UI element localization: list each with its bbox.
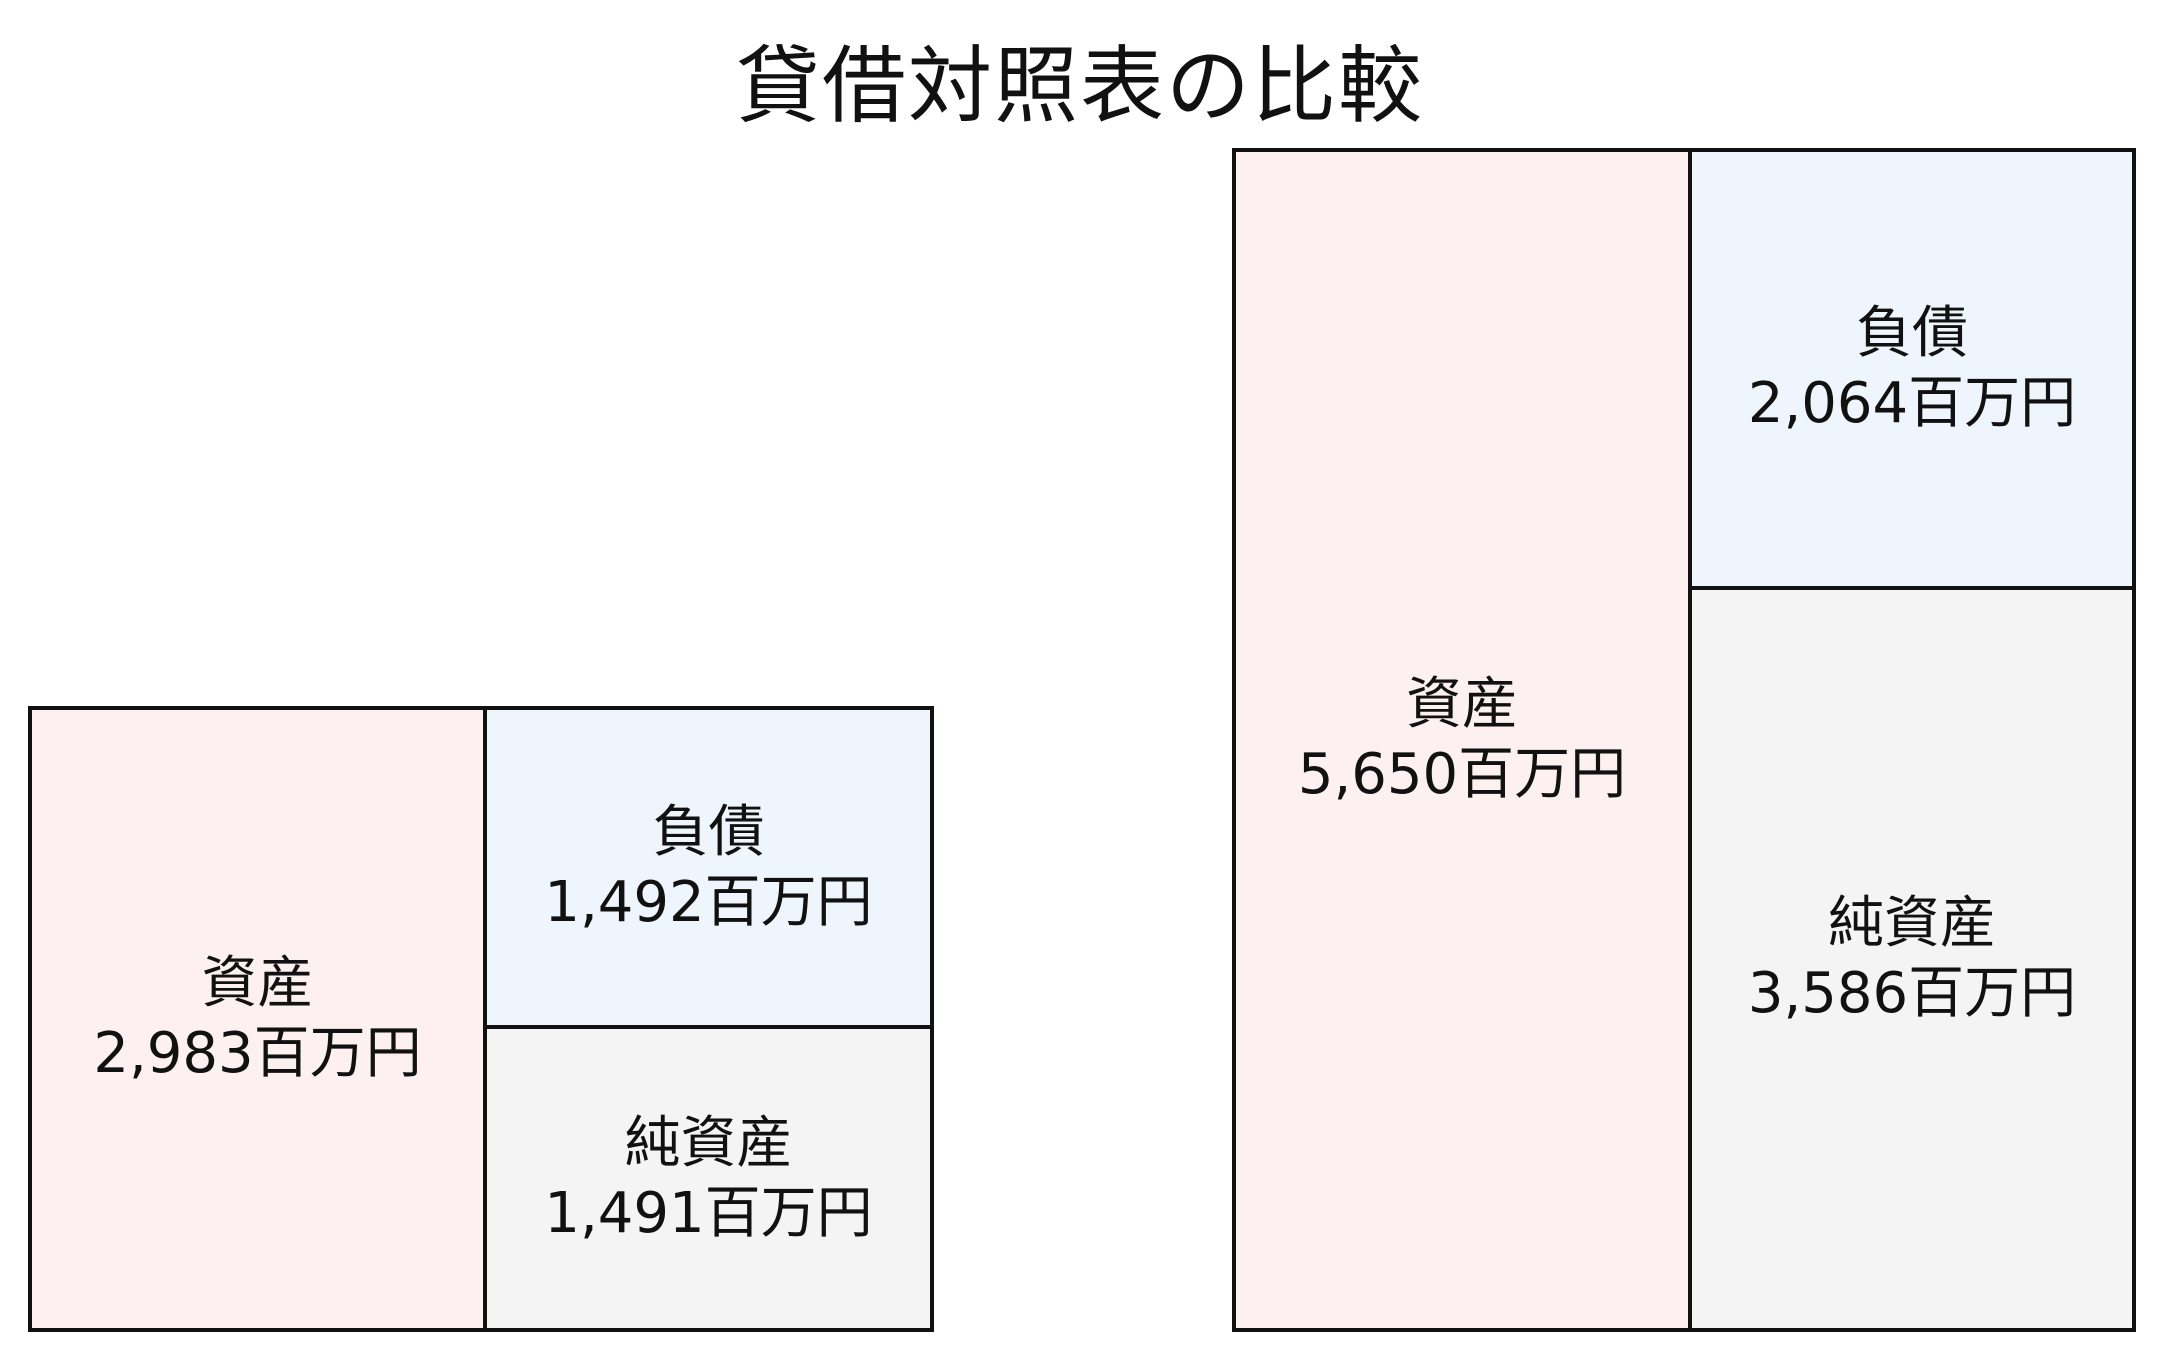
asset-block: 資産 2,983百万円 bbox=[32, 710, 483, 1328]
asset-label: 資産 bbox=[1406, 672, 1518, 737]
equity-block: 純資産 1,491百万円 bbox=[483, 1025, 930, 1328]
asset-block: 資産 5,650百万円 bbox=[1236, 152, 1688, 1328]
asset-label: 資産 bbox=[201, 951, 314, 1016]
equity-label: 純資産 bbox=[1828, 891, 1996, 956]
equity-value: 1,491百万円 bbox=[544, 1180, 873, 1246]
asset-value: 5,650百万円 bbox=[1297, 742, 1627, 807]
equity-block: 純資産 3,586百万円 bbox=[1688, 586, 2132, 1328]
liability-label: 負債 bbox=[652, 799, 765, 865]
liability-block: 負債 2,064百万円 bbox=[1688, 152, 2132, 586]
balance-sheet-2: 資産 5,650百万円 負債 2,064百万円 純資産 3,586百万円 bbox=[1232, 148, 2136, 1332]
equity-label: 純資産 bbox=[624, 1110, 793, 1176]
asset-value: 2,983百万円 bbox=[93, 1021, 422, 1086]
liability-value: 2,064百万円 bbox=[1747, 371, 2077, 436]
liability-block: 負債 1,492百万円 bbox=[483, 710, 930, 1025]
equity-value: 3,586百万円 bbox=[1747, 961, 2077, 1026]
diagram-title: 貸借対照表の比較 bbox=[735, 37, 1424, 135]
balance-sheet-1: 資産 2,983百万円 負債 1,492百万円 純資産 1,491百万円 bbox=[28, 706, 934, 1332]
liability-value: 1,492百万円 bbox=[544, 869, 873, 935]
liability-label: 負債 bbox=[1856, 301, 1968, 366]
